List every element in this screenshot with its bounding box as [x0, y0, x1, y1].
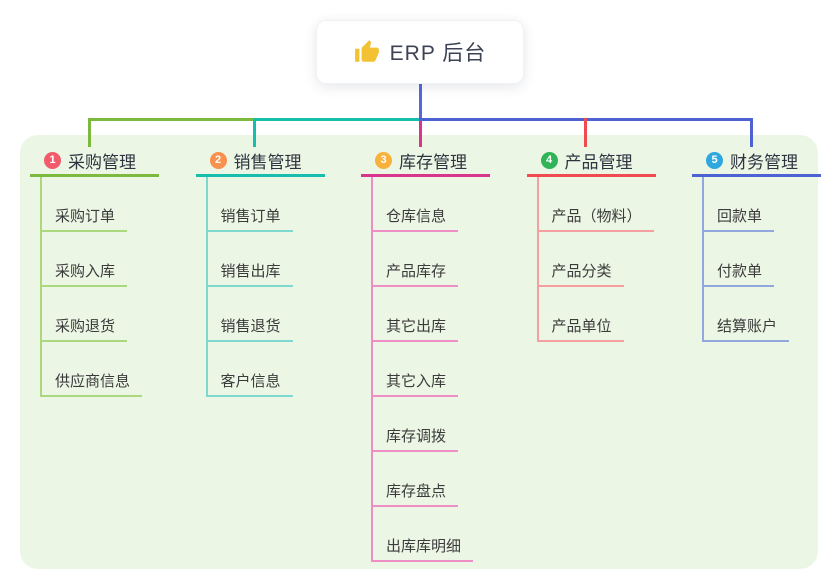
branch-label: 库存管理 [399, 153, 467, 172]
child-spine-line [371, 177, 373, 562]
branch-node-2[interactable]: 2 销售管理 [195, 147, 325, 177]
child-node[interactable]: 客户信息 [205, 368, 293, 397]
child-node[interactable]: 库存盘点 [371, 478, 459, 507]
branch-node-1[interactable]: 1 采购管理 [30, 147, 159, 177]
child-node[interactable]: 仓库信息 [371, 203, 459, 232]
child-spine-line [536, 177, 539, 342]
branch-label: 销售管理 [233, 153, 302, 172]
child-node[interactable]: 销售出库 [205, 258, 293, 287]
connector-line [749, 118, 753, 147]
branches-panel [20, 135, 818, 569]
branch-node-5[interactable]: 5 财务管理 [692, 147, 821, 177]
branch-number-badge: 5 [706, 152, 723, 169]
thumbs-up-icon [354, 40, 379, 62]
child-node[interactable]: 产品（物料） [536, 203, 654, 232]
child-node[interactable]: 结算账户 [702, 313, 790, 342]
connector-line [253, 118, 419, 121]
branch-number-badge: 2 [209, 152, 227, 169]
child-node[interactable]: 产品库存 [371, 258, 459, 287]
branch-node-3[interactable]: 3 库存管理 [361, 147, 490, 177]
root-node[interactable]: ERP 后台 [316, 20, 524, 84]
branch-number-badge: 3 [375, 152, 392, 169]
child-node[interactable]: 库存调拨 [371, 423, 459, 452]
branch-node-4[interactable]: 4 产品管理 [526, 147, 656, 177]
root-title: ERP 后台 [389, 42, 487, 65]
child-node[interactable]: 出库库明细 [371, 533, 474, 562]
connector-line [584, 118, 587, 147]
connector-line [253, 118, 256, 147]
branch-label: 财务管理 [730, 153, 798, 172]
child-node[interactable]: 付款单 [702, 258, 775, 287]
branch-number-badge: 1 [44, 152, 61, 169]
child-node[interactable]: 产品分类 [536, 258, 624, 287]
child-spine-line [205, 177, 208, 397]
branch-label: 产品管理 [564, 153, 633, 172]
child-node[interactable]: 采购入库 [40, 258, 128, 287]
child-spine-line [702, 177, 704, 342]
child-node[interactable]: 销售退货 [205, 313, 293, 342]
child-node[interactable]: 供应商信息 [40, 368, 143, 397]
child-node[interactable]: 其它出库 [371, 313, 459, 342]
child-node[interactable]: 采购订单 [40, 203, 128, 232]
branch-label: 采购管理 [68, 153, 136, 172]
child-spine-line [40, 177, 42, 397]
child-node[interactable]: 产品单位 [536, 313, 624, 342]
child-node[interactable]: 其它入库 [371, 368, 459, 397]
child-node[interactable]: 回款单 [702, 203, 775, 232]
branch-number-badge: 4 [540, 152, 558, 169]
child-node[interactable]: 销售订单 [205, 203, 293, 232]
connector-line [87, 118, 91, 147]
connector-line [87, 118, 253, 121]
connector-line [418, 121, 422, 147]
child-node[interactable]: 采购退货 [40, 313, 128, 342]
connector-line [418, 84, 422, 121]
